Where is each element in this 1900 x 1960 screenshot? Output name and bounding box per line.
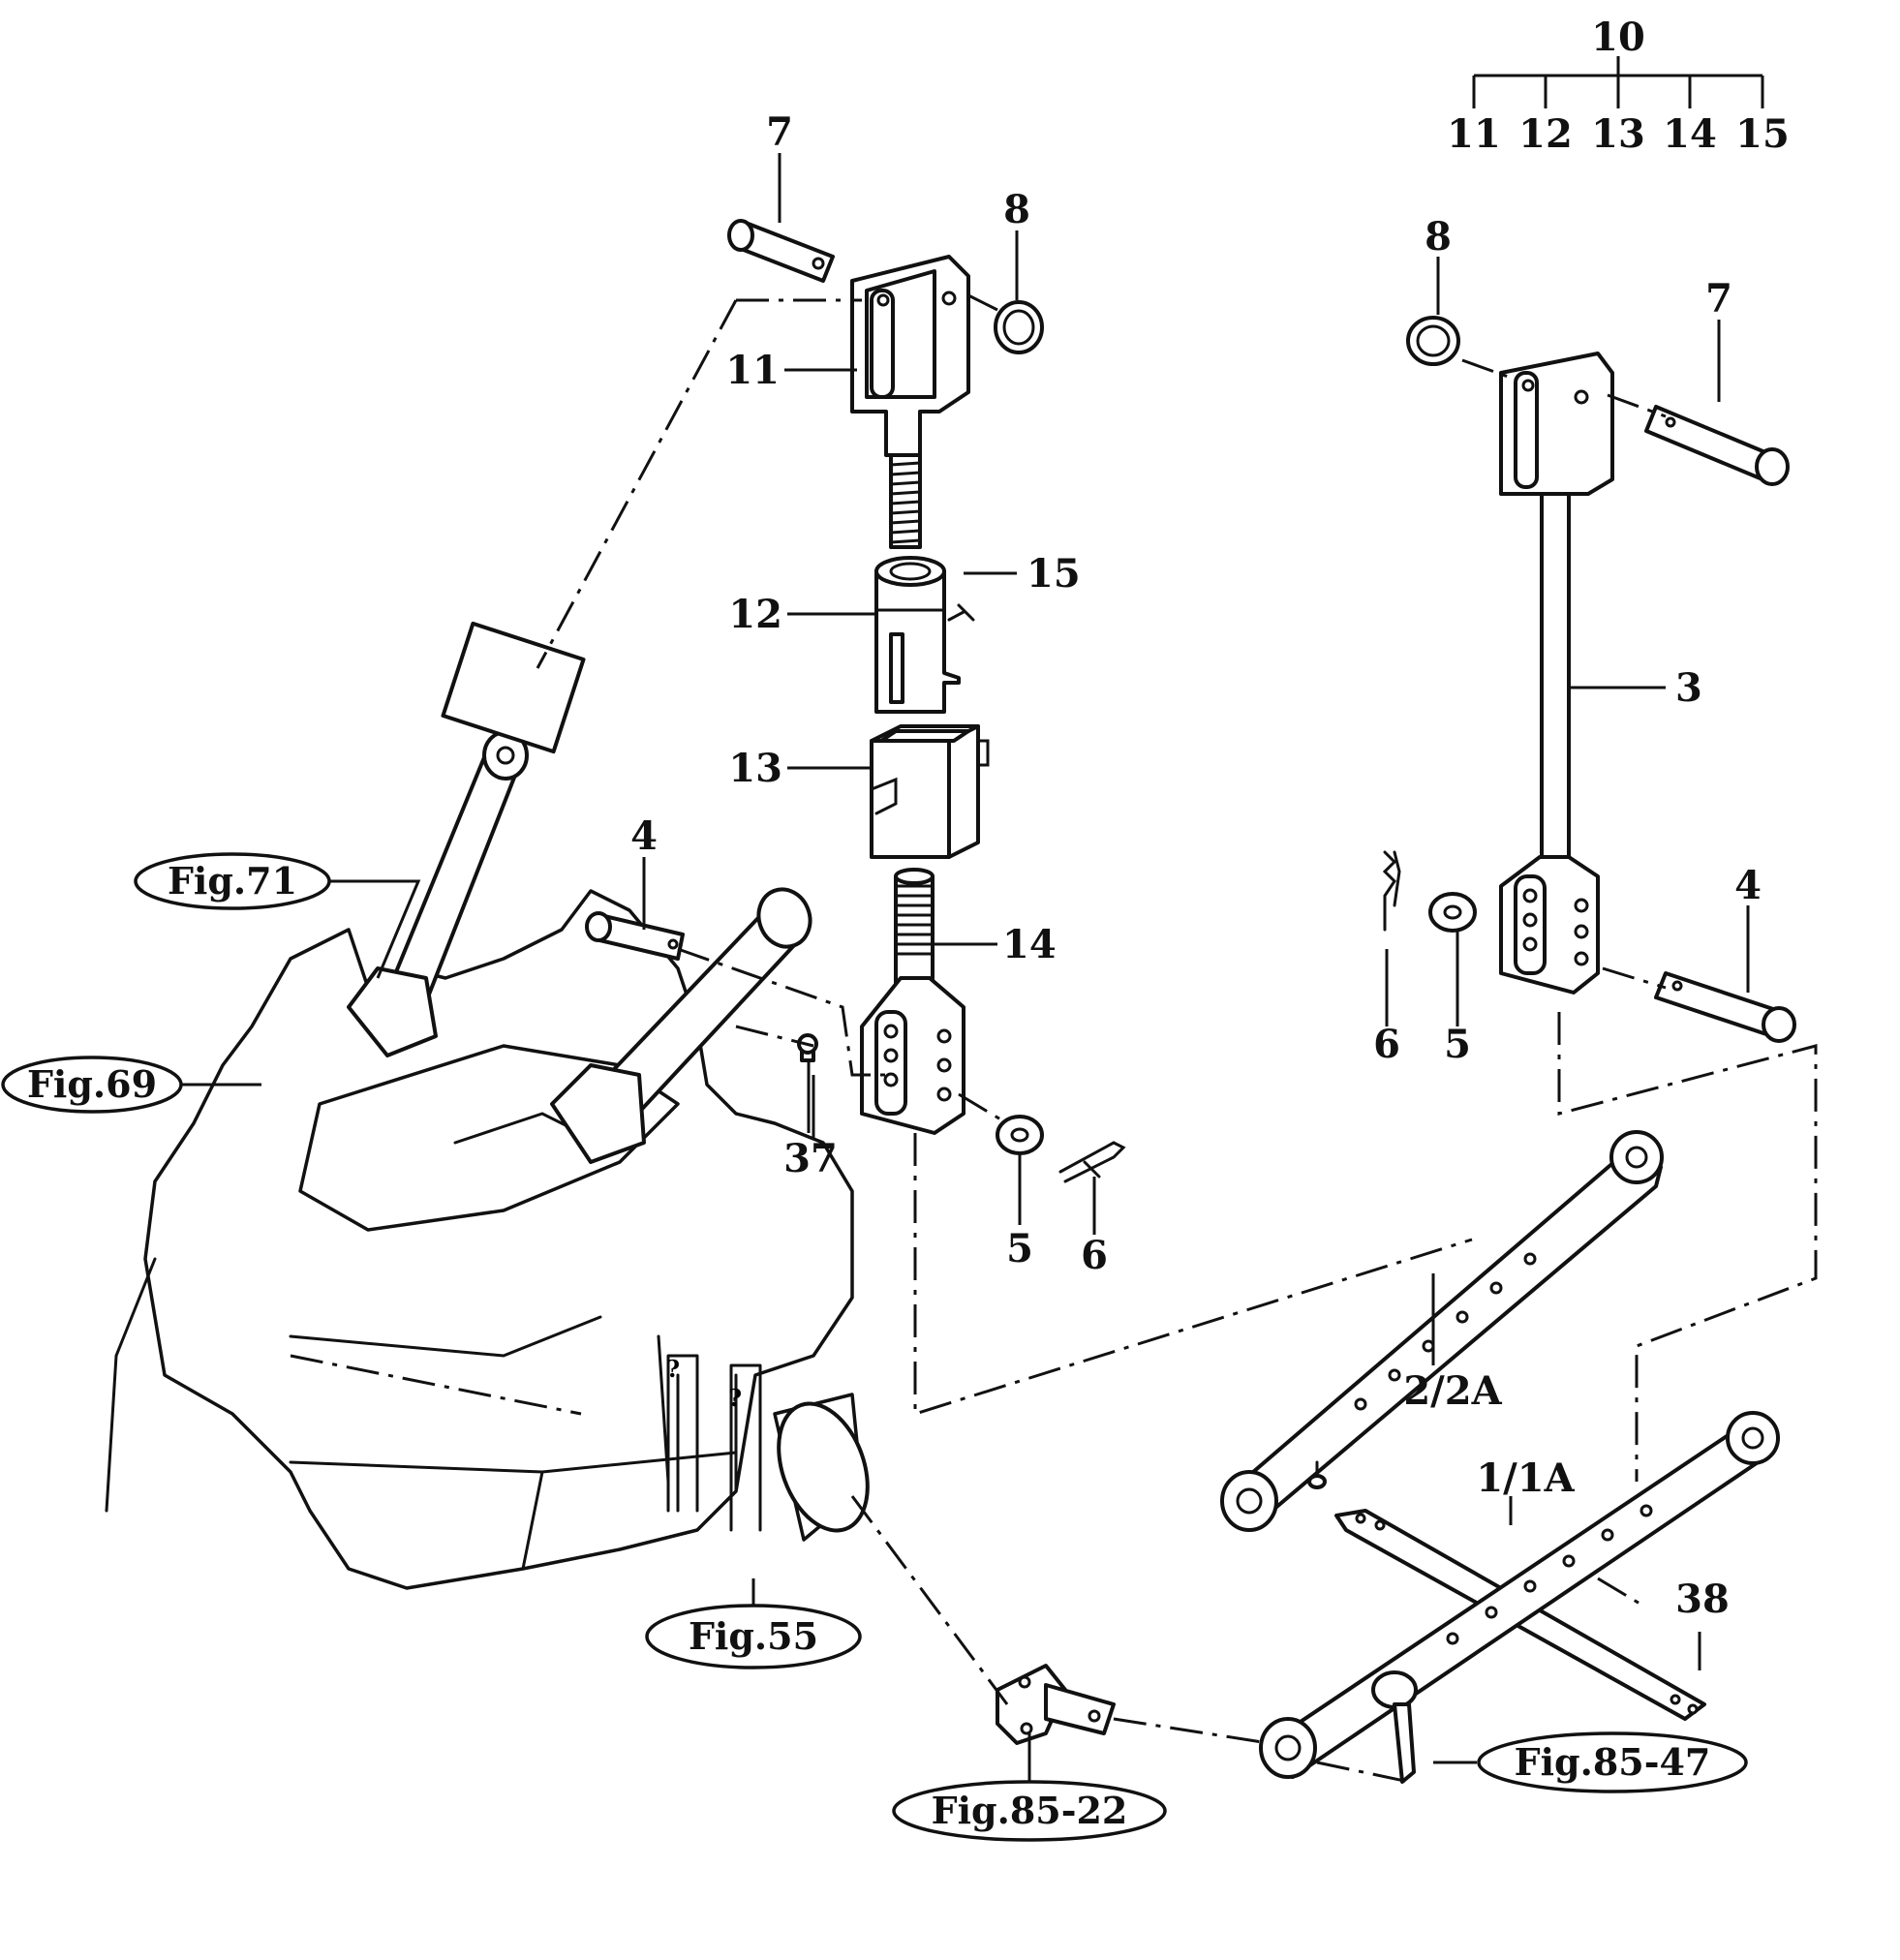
figure-reference-fig85-47-label: Fig.85-47: [1515, 1740, 1711, 1784]
part-13-square-block: [870, 724, 990, 859]
callout-6-right: 6: [1373, 1022, 1400, 1067]
callout-10: 10: [1591, 15, 1645, 60]
figure-reference-fig71-label: Fig.71: [168, 859, 297, 903]
part-6-clip-right: [1382, 850, 1401, 932]
callout-15-kit: 15: [1735, 111, 1790, 157]
figure-reference-fig85-22[interactable]: Fig.85-22: [892, 1780, 1167, 1842]
callout-13: 13: [728, 746, 782, 791]
callout-12-kit: 12: [1518, 111, 1573, 157]
callout-5-left: 5: [1006, 1226, 1033, 1271]
svg-text:?: ?: [728, 1384, 742, 1412]
part-7-pin-right: [1644, 405, 1790, 486]
callout-3: 3: [1675, 665, 1702, 711]
part-14-threaded-yoke: [860, 868, 965, 1135]
figure-reference-fig71[interactable]: Fig.71: [134, 852, 331, 910]
lynch-pin: [1371, 1670, 1418, 1784]
callout-5-right: 5: [1444, 1022, 1471, 1067]
lower-link-pivot-pin: [996, 1664, 1116, 1745]
callout-1-1a: 1/1A: [1476, 1455, 1575, 1501]
part-8-bushing-right: [1406, 316, 1460, 366]
part-4-pin-right: [1654, 971, 1796, 1043]
part-4-pin-left: [585, 911, 685, 961]
callout-7-right: 7: [1705, 276, 1732, 322]
part-5-washer-right: [1428, 892, 1477, 933]
kit-bracket: [1472, 56, 1764, 108]
callout-14-kit: 14: [1663, 111, 1717, 157]
leader-lines: [182, 153, 1750, 1782]
callout-14: 14: [1002, 922, 1057, 967]
callout-8-right: 8: [1425, 214, 1452, 260]
lift-arm-right: [550, 887, 812, 1164]
figure-reference-fig55-label: Fig.55: [689, 1614, 818, 1658]
callout-38: 38: [1675, 1577, 1730, 1622]
callout-2-2a: 2/2A: [1403, 1368, 1502, 1414]
part-8-bushing-top: [994, 300, 1044, 354]
part-37-bolt: [797, 1033, 818, 1062]
part-2-lower-link-upper: [1220, 1130, 1664, 1532]
part-6-clip-left: [1058, 1141, 1126, 1183]
figure-reference-fig85-22-label: Fig.85-22: [932, 1789, 1128, 1832]
callout-numbers: 10 11 12 13 14 15 7 8 11 15 12 13 4 14 3…: [630, 15, 1790, 1622]
figure-reference-fig69-label: Fig.69: [27, 1062, 157, 1106]
callout-13-kit: 13: [1591, 111, 1645, 157]
callout-15: 15: [1027, 551, 1081, 597]
callout-11-kit: 11: [1447, 111, 1501, 157]
callout-37: 37: [783, 1136, 838, 1181]
callout-4-left: 4: [630, 813, 658, 859]
callout-11: 11: [725, 348, 780, 393]
transmission-housing: ? ?: [105, 889, 870, 1590]
figure-reference-fig85-47[interactable]: Fig.85-47: [1477, 1731, 1748, 1793]
figure-reference-fig69[interactable]: Fig.69: [1, 1056, 183, 1114]
callout-6-left: 6: [1081, 1233, 1108, 1278]
figure-reference-fig55[interactable]: Fig.55: [645, 1604, 862, 1669]
part-12-sleeve: [874, 556, 975, 714]
part-5-washer-left: [996, 1115, 1044, 1155]
callout-8-top: 8: [1003, 187, 1030, 232]
assembly-lines: [290, 293, 1818, 1784]
lift-arm-left: [347, 621, 586, 1057]
part-11-yoke-top: [850, 255, 970, 549]
callout-12: 12: [728, 592, 782, 637]
svg-text:?: ?: [666, 1355, 680, 1383]
callout-7-top: 7: [766, 109, 793, 155]
part-7-pin-top: [727, 219, 835, 283]
callout-4-right: 4: [1734, 863, 1762, 908]
part-3-lift-rod: [1499, 352, 1614, 995]
